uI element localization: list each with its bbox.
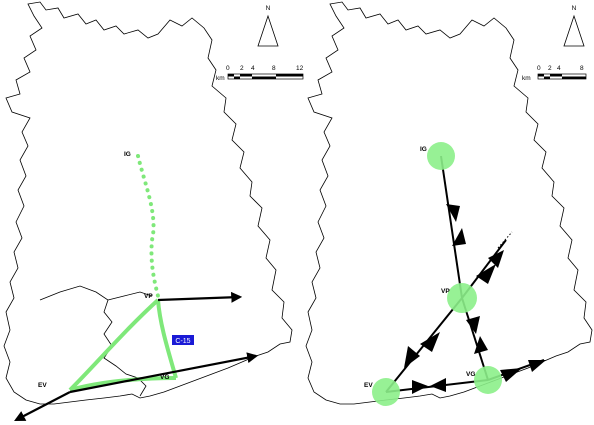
link-ig-vp-dotted (136, 154, 160, 298)
left-map: N 0 2 4 8 12 km IG VP EV (3, 1, 304, 422)
scale-tick-2: 2 (240, 65, 244, 72)
left-internal-border (39, 285, 153, 397)
scale-tick-4: 4 (251, 65, 255, 72)
arrowhead-vp-up (452, 228, 466, 246)
flow-arrow-vg-east (69, 352, 259, 394)
arrowhead-vg-east-b (528, 360, 546, 372)
scale-tick-0: 0 (537, 65, 541, 72)
edge-ig-vp (440, 155, 463, 299)
arrowhead-vp-ne (476, 264, 496, 284)
arrowhead-ev-vg-a (412, 380, 428, 394)
node-label-ev: EV (364, 382, 373, 389)
node-label-vp: VP (144, 293, 153, 300)
node-ig (427, 142, 455, 170)
scale-bar-right: 0 2 4 8 km (522, 65, 587, 82)
road-tag-c15: C-15 (172, 335, 194, 345)
node-label-ev: EV (38, 382, 47, 389)
flow-arrowheads (404, 204, 546, 394)
arrowhead-ne-vp (488, 250, 504, 268)
north-label: N (266, 5, 271, 12)
scale-bar-left: 0 2 4 8 12 km (216, 65, 304, 82)
scale-unit: km (522, 75, 531, 82)
flow-arrow-vp-east (157, 291, 243, 303)
node-label-vg: VG (160, 374, 169, 381)
node-vp (447, 283, 477, 313)
scale-tick-8: 8 (272, 65, 276, 72)
node-vg (474, 366, 502, 394)
scale-tick-0: 0 (226, 65, 230, 72)
arrowhead-vg-east-a (500, 368, 522, 382)
node-label-vp: VP (441, 288, 450, 295)
scale-unit: km (216, 75, 225, 82)
scale-tick-8: 8 (580, 65, 584, 72)
arrowhead-ig-vp-down (446, 204, 460, 222)
node-ev (372, 378, 400, 406)
flow-arrow-ev-west (14, 391, 71, 422)
scale-tick-2: 2 (548, 65, 552, 72)
scale-tick-4: 4 (557, 65, 561, 72)
arrowhead-vp-ev-b (404, 346, 420, 368)
left-region-boundary (3, 1, 293, 405)
arrowhead-vp-ev-a (420, 332, 440, 352)
right-map: N 0 2 4 8 km (305, 1, 593, 406)
north-label-right: N (572, 5, 577, 12)
arrowhead-vp-vg-b (474, 336, 488, 354)
north-arrow-right: N (563, 5, 585, 47)
arrowhead-vp-vg-a (466, 316, 480, 334)
scale-tick-12: 12 (296, 65, 304, 72)
right-region-boundary (305, 1, 593, 405)
node-label-ig: IG (124, 151, 131, 158)
edge-ne-dotted (497, 231, 513, 249)
north-arrow-left: N (257, 5, 279, 47)
road-tag-label: C-15 (175, 338, 190, 345)
arrowhead-ev-vg-b (430, 378, 446, 392)
node-label-ig: IG (420, 146, 427, 153)
node-label-vg: VG (466, 371, 475, 378)
link-vp-ev (68, 298, 160, 392)
link-vp-vg (156, 299, 178, 379)
